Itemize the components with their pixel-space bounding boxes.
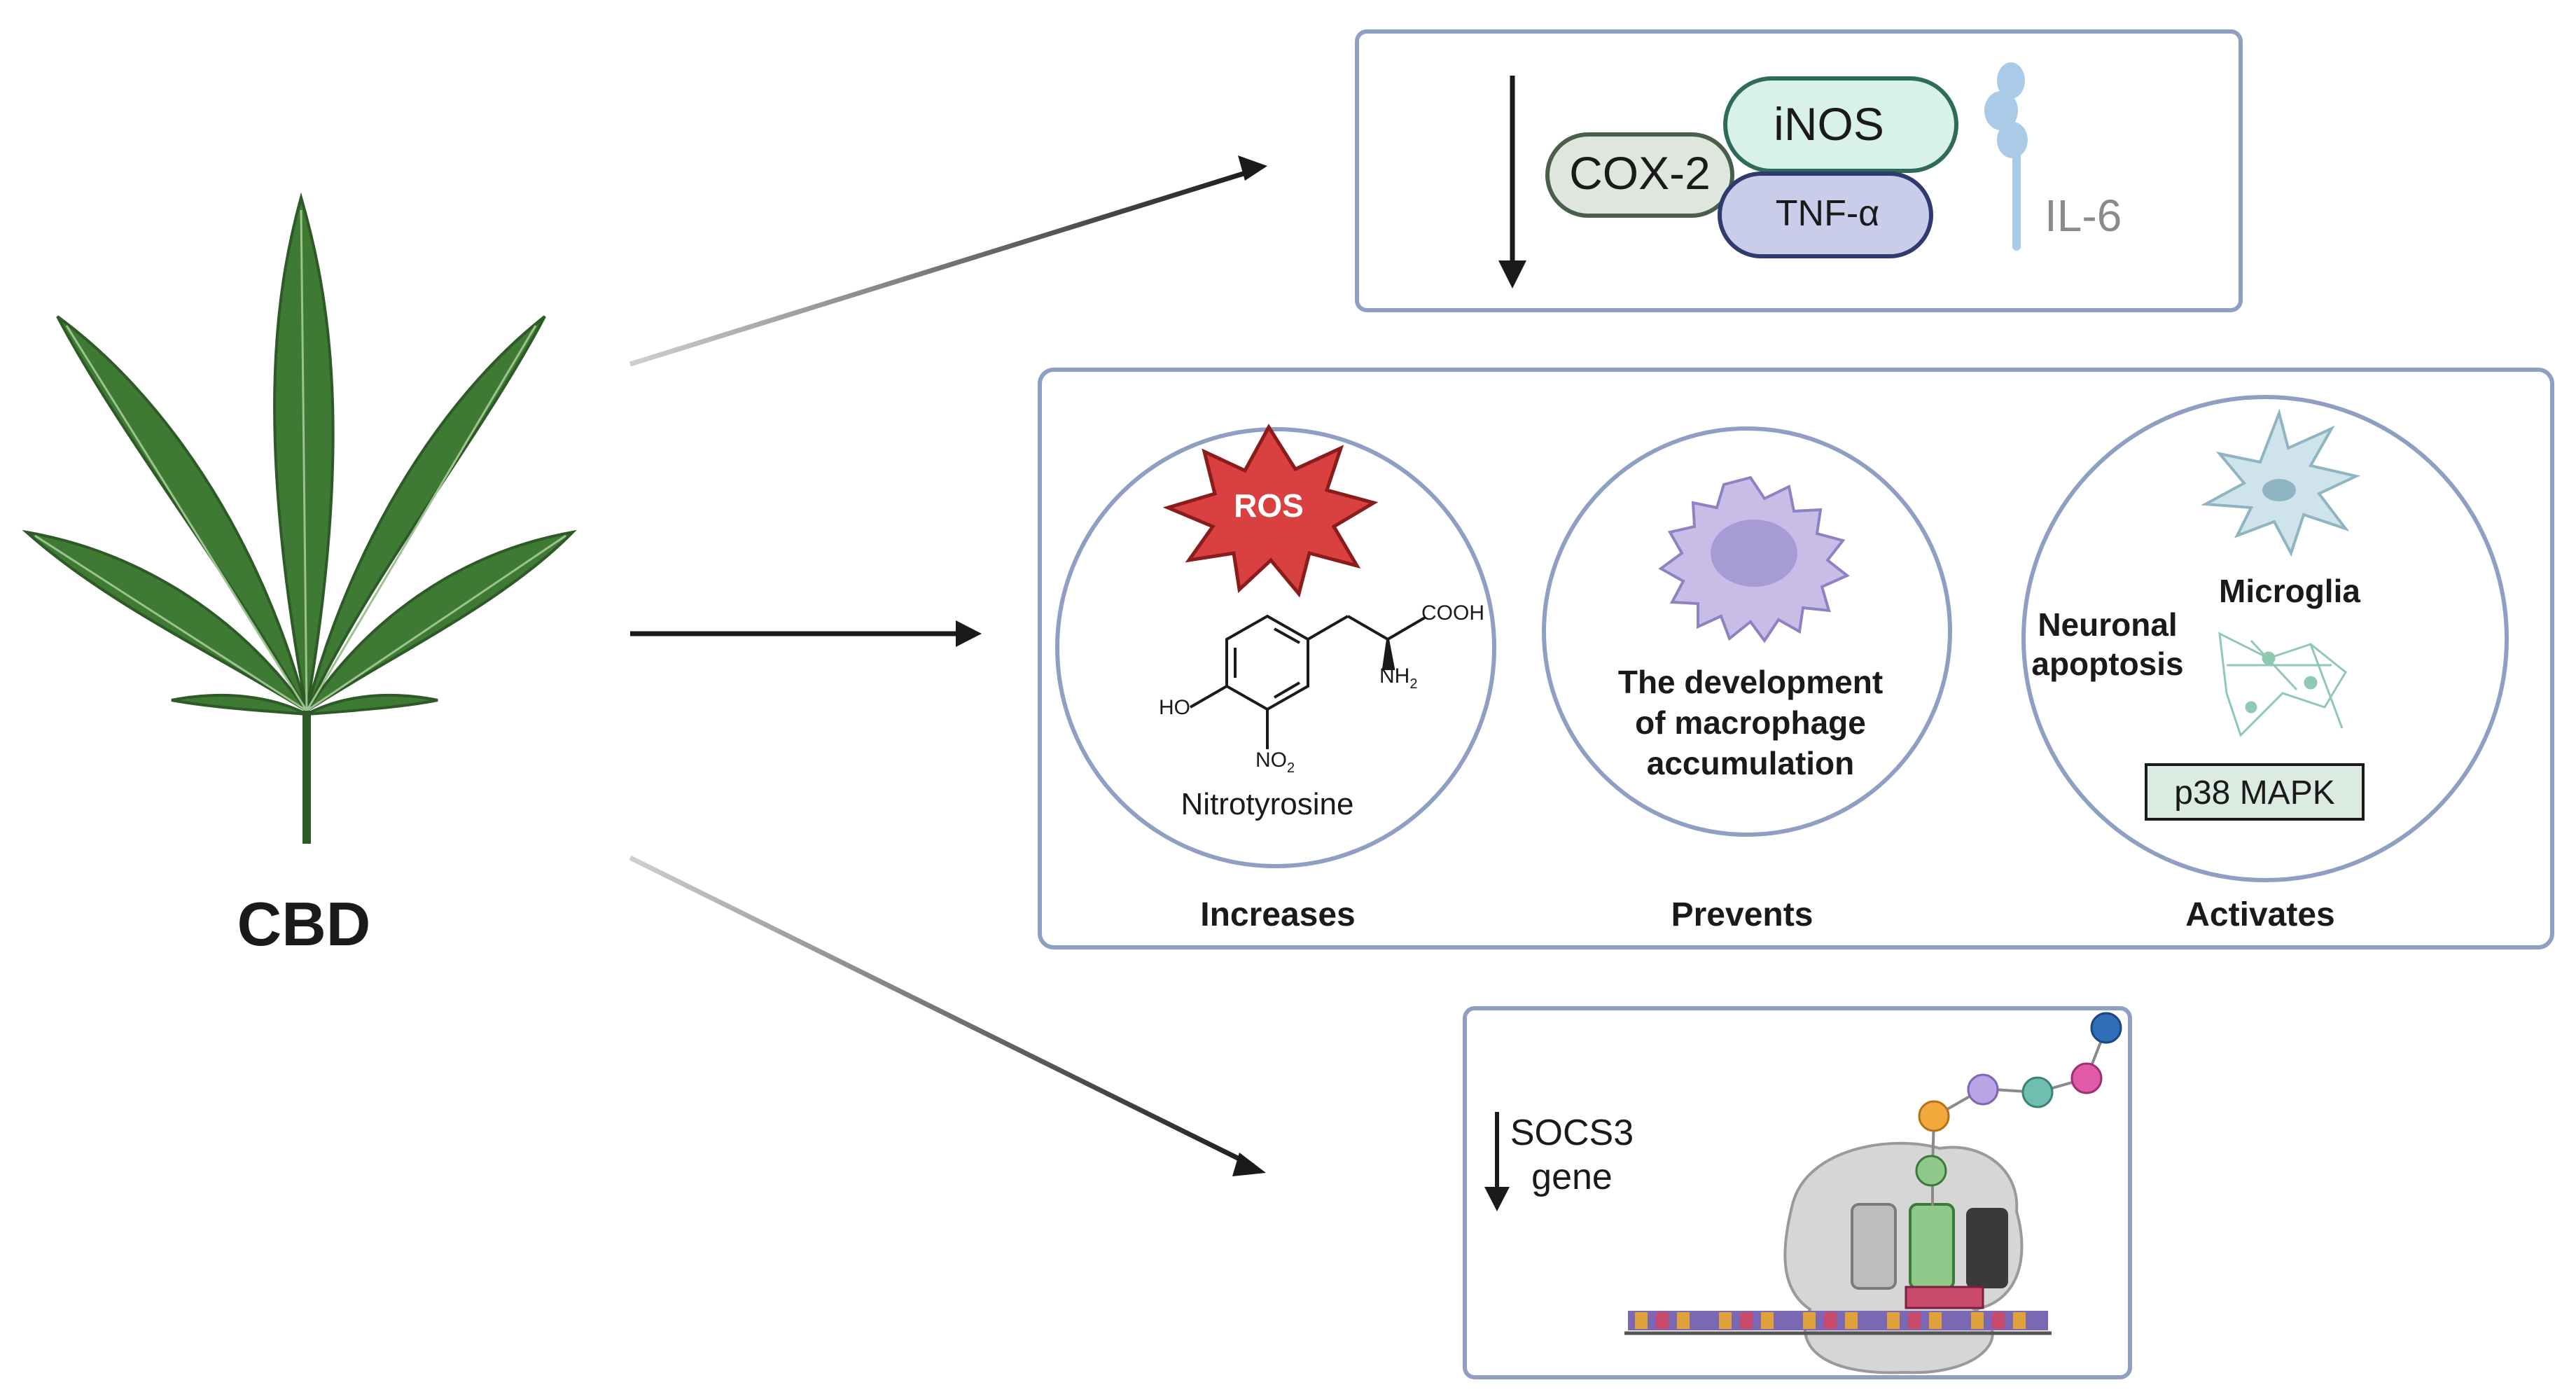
transcription-complex-icon [1624,1012,2122,1374]
socs3-line-2: gene [1531,1157,1613,1197]
no2-label: NO2 [1255,749,1295,776]
inflammatory-markers-panel: COX-2 iNOS TNF-α IL-6 [1355,29,2243,312]
macrophage-line-3: accumulation [1647,745,1855,781]
arrow-to-top-panel [629,155,1267,367]
cox2-pill: COX-2 [1545,132,1734,218]
inos-pill: iNOS [1723,76,1958,173]
macrophage-icon [1658,475,1850,643]
arrow-to-bottom-panel [629,855,1266,1176]
apoptosis-line-1: Neuronal [2038,606,2177,643]
increases-circle: ROS COOH NH2 HO NO2 Nitrotyrosine [1055,424,1496,868]
ros-label: ROS [1234,487,1304,524]
down-arrow-icon [1498,76,1526,288]
macrophage-line-1: The development [1618,664,1883,700]
tnf-alpha-pill: TNF-α [1718,172,1933,258]
inos-label: iNOS [1774,98,1884,150]
ros-burst-icon: ROS [1162,424,1379,598]
p38-mapk-label: p38 MAPK [2174,774,2334,812]
activates-caption: Activates [2185,896,2334,933]
down-arrow-icon [1484,1112,1510,1211]
activates-circle: Microglia Neuronal apoptosis p38 MAPK [2021,395,2509,882]
source-label: CBD [237,889,371,959]
arrow-to-middle-panel [630,620,982,647]
socs3-line-1: SOCS3 [1510,1113,1634,1153]
cannabis-leaf-icon [22,192,577,844]
cooh-label: COOH [1421,601,1484,625]
microglia-label: Microglia [2219,573,2360,609]
apoptosis-line-2: apoptosis [2031,646,2183,682]
prevents-circle: The development of macrophage accumulati… [1542,426,1952,837]
neuron-network-icon [2218,632,2347,737]
macrophage-line-2: of macrophage [1635,704,1866,741]
nitrotyrosine-structure-icon [1190,614,1426,749]
cox2-label: COX-2 [1569,147,1711,199]
socs3-panel: SOCS3 gene [1463,1006,2132,1379]
nh2-label: NH2 [1379,664,1417,692]
prevents-caption: Prevents [1671,896,1813,933]
nitrotyrosine-label: Nitrotyrosine [1181,787,1354,821]
p38-mapk-box: p38 MAPK [2145,763,2365,821]
tnf-alpha-label: TNF-α [1776,193,1879,234]
ho-label: HO [1159,696,1190,719]
microglia-cell-icon [2201,408,2361,557]
effects-panel: ROS COOH NH2 HO NO2 Nitrotyrosine Increa… [1038,368,2554,949]
il6-label: IL-6 [2045,190,2122,241]
il6-receptor-icon [1984,62,2028,251]
increases-caption: Increases [1200,896,1356,933]
